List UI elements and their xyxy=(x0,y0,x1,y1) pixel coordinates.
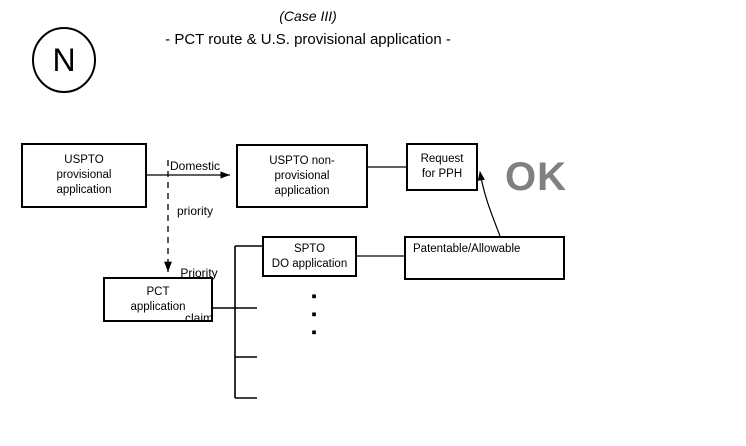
node-text-line: application xyxy=(57,183,112,198)
node-text-line: application xyxy=(275,184,330,199)
node-text-line: SPTO xyxy=(294,242,325,257)
node-text-line: Request xyxy=(421,152,464,167)
node-uspto-nonprovisional-application[interactable]: USPTO non- provisional application xyxy=(236,144,368,208)
edge-patentable-to-request-curve xyxy=(480,172,500,236)
node-text-line: USPTO xyxy=(64,153,103,168)
edge-label-line: Priority xyxy=(168,266,230,281)
ellipsis-dot: ▪ xyxy=(306,288,322,306)
node-text-line: for PPH xyxy=(422,167,462,182)
node-text-line: Patentable/Allowable xyxy=(413,242,520,257)
node-text-line: provisional xyxy=(275,169,330,184)
ok-badge: OK xyxy=(505,155,567,200)
edge-label-domestic-priority: Domestic priority xyxy=(156,129,234,249)
node-spto-do-application[interactable]: SPTO DO application xyxy=(262,236,357,277)
node-uspto-provisional-application[interactable]: USPTO provisional application xyxy=(21,143,147,208)
title-subtitle: - PCT route & U.S. provisional applicati… xyxy=(0,31,746,48)
ellipsis-dots: ▪ ▪ ▪ xyxy=(306,288,322,342)
edge-label-priority-claim: Priority claim xyxy=(168,236,230,356)
node-text-line: PCT xyxy=(147,285,170,300)
node-patentable-allowable[interactable]: Patentable/Allowable xyxy=(404,236,565,280)
node-request-for-pph[interactable]: Request for PPH xyxy=(406,143,478,191)
node-text-line: DO application xyxy=(272,257,347,272)
edge-label-line: Domestic xyxy=(156,159,234,174)
node-text-line: provisional xyxy=(57,168,112,183)
title-case-label: (Case III) xyxy=(0,8,746,24)
ellipsis-dot: ▪ xyxy=(306,324,322,342)
ellipsis-dot: ▪ xyxy=(306,306,322,324)
edge-label-line: priority xyxy=(156,204,234,219)
node-text-line: USPTO non- xyxy=(269,154,335,169)
edge-label-line: claim xyxy=(168,311,230,326)
